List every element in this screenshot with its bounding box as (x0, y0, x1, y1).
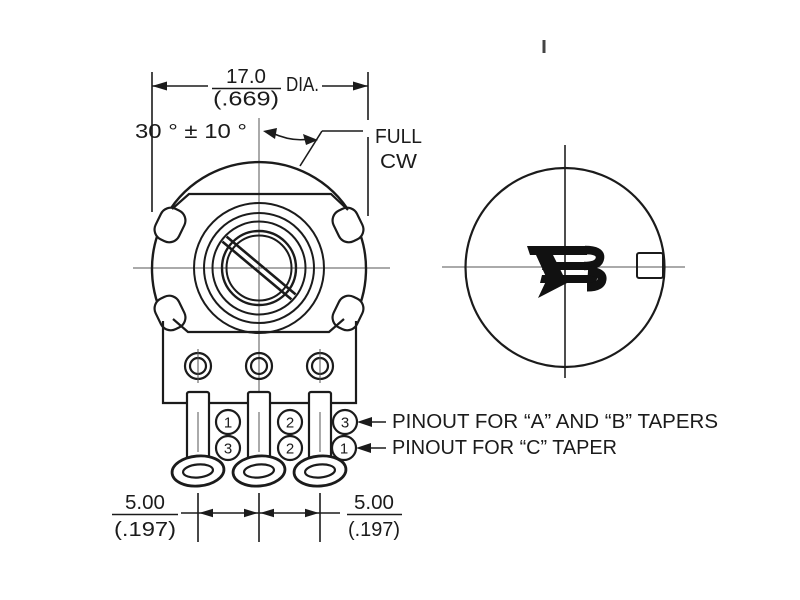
logo-mid-bar-2 (540, 275, 598, 283)
base-hole-1 (183, 349, 213, 383)
pin-number-bottom-1: 3 (224, 441, 232, 458)
pin-3-eyelet (292, 454, 348, 488)
pin-number-top-3: 3 (341, 415, 349, 432)
pin-2-eyelet (231, 454, 287, 488)
pinout-c-arrowhead (356, 443, 371, 453)
ring-inner (211, 220, 307, 316)
full-cw-line1: FULL (375, 126, 422, 148)
pin-pitch-dimensions: 5.00 (.197) 5.00 (.197) (112, 492, 402, 542)
pin-1-eyelet (170, 454, 226, 488)
pinout-c-label: PINOUT FOR “C” TAPER (392, 437, 617, 459)
full-cw-callout: FULL CW (299, 126, 422, 173)
pitch-arrowhead-3 (260, 508, 274, 518)
pin-number-callouts: 1 3 2 2 3 1 (214, 408, 359, 462)
base-hole-2 (244, 351, 274, 381)
front-view-centerlines (133, 118, 390, 404)
full-cw-line2: CW (380, 151, 417, 173)
logo-bottom-bowl (586, 266, 607, 292)
arrowhead-right (353, 81, 368, 91)
pin-number-bottom-3: 1 (340, 441, 348, 458)
cover-top-chord (171, 192, 349, 211)
hole-inner (249, 356, 269, 376)
pin-3-eyelet-hole (303, 463, 337, 479)
angle-arrowhead-right (303, 134, 318, 145)
pinout-ab-arrowhead (357, 417, 372, 427)
dim-diameter-inch: (.669) (213, 89, 279, 111)
dim-angle-text: 30 ° ± 10 ° (135, 121, 247, 143)
pinout-ab-label: PINOUT FOR “A” AND “B” TAPERS (392, 411, 718, 433)
pinout-labels: PINOUT FOR “A” AND “B” TAPERS PINOUT FOR… (356, 411, 718, 459)
pin-1-eyelet-hole (181, 463, 215, 479)
diameter-dimension: 17.0 (.669) DIA. (151, 66, 369, 216)
pitch-right-mm: 5.00 (354, 492, 394, 514)
knob-circle (464, 166, 666, 369)
crimp-ear-top-left (153, 206, 187, 244)
pin-number-top-2: 2 (286, 415, 294, 432)
ring-outer (193, 202, 325, 334)
solder-lugs (170, 390, 348, 488)
arrowhead-left (152, 81, 167, 91)
base-hole-3 (305, 349, 335, 383)
pin-number-bottom-2: 2 (286, 441, 294, 458)
ring-middle (203, 212, 315, 324)
pitch-right-inch: (.197) (348, 519, 400, 541)
bourns-b-logo-icon (527, 245, 607, 298)
angle-arrowhead-left (263, 128, 277, 139)
pin-number-circle (214, 408, 242, 436)
shaft-circle (220, 229, 298, 307)
slot-line-2 (221, 240, 293, 301)
pin-number-circle (276, 408, 304, 436)
body-outer-circle (150, 160, 368, 323)
pin-2-eyelet-hole (242, 463, 276, 479)
pin-number-circle (276, 434, 304, 462)
pin-number-top-1: 1 (224, 415, 232, 432)
rotation-angle-dimension: 30 ° ± 10 ° (135, 121, 318, 145)
crimp-ear-top-right (331, 206, 365, 244)
pin-number-circle (214, 434, 242, 462)
hole-outer (244, 351, 274, 381)
pitch-left-mm: 5.00 (125, 492, 165, 514)
shaft-inner-circle (225, 234, 293, 302)
leader-diagonal (299, 130, 323, 167)
logo-top-bar (527, 246, 590, 255)
pitch-arrowhead-4 (305, 508, 319, 518)
dim-diameter-label: DIA. (286, 74, 319, 96)
logo-mid-bar-1 (542, 262, 592, 270)
angle-arrow-arc (271, 132, 310, 141)
slot-line-1 (225, 235, 297, 296)
knob-index-notch (636, 252, 664, 279)
dim-diameter-mm: 17.0 (226, 66, 266, 88)
pitch-arrowhead-1 (199, 508, 213, 518)
pitch-left-inch: (.197) (114, 519, 176, 541)
pitch-arrowhead-2 (244, 508, 258, 518)
logo-top-bowl (583, 245, 605, 271)
knob-top-view (442, 145, 685, 378)
